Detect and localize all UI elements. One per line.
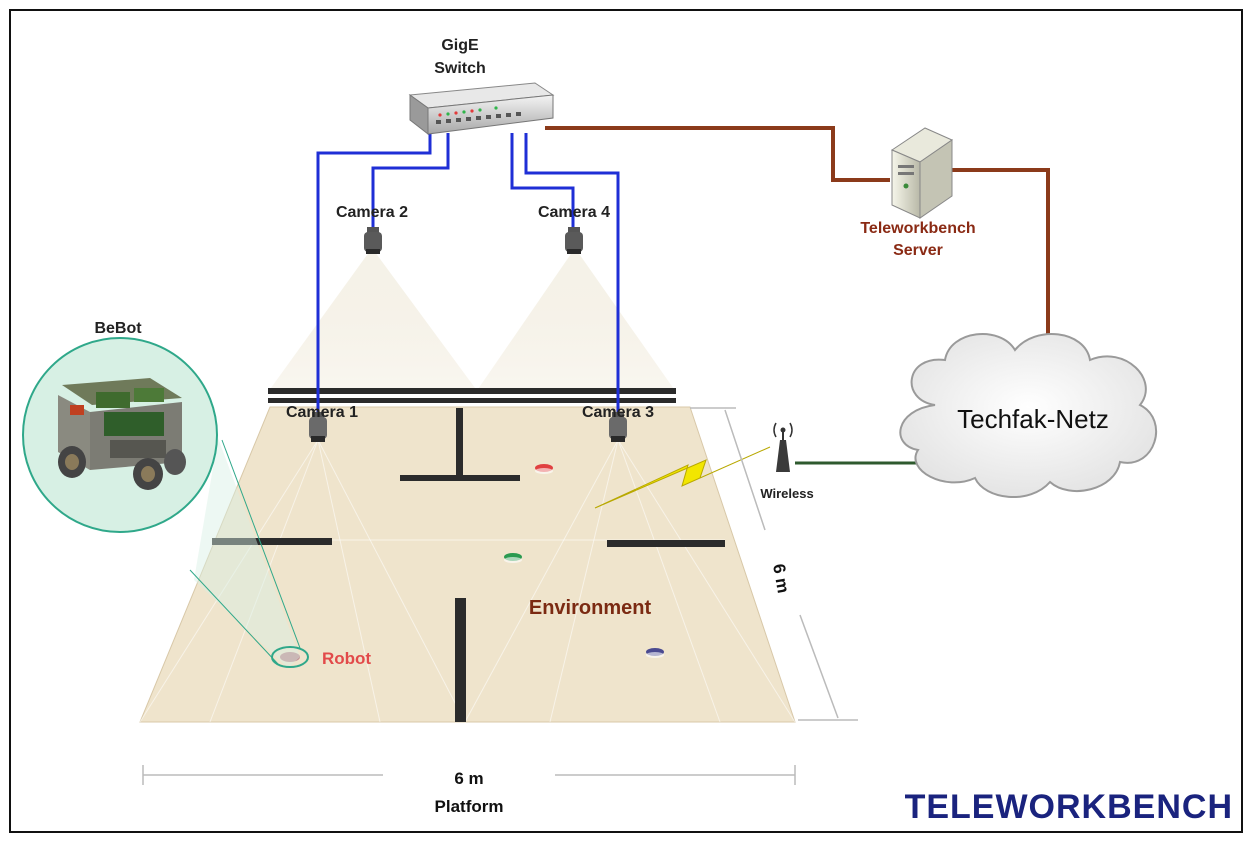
switch-label-line1: GigE [441,37,479,54]
server-label-line1: Teleworkbench [860,220,975,237]
width-dimension-label: 6 m [454,769,483,788]
robot-label: Robot [322,649,371,668]
environment-label: Environment [529,597,652,619]
wall-right [607,540,725,547]
camera2-label: Camera 2 [336,204,408,221]
wall-top-horizontal [400,475,520,481]
network-label: Techfak-Netz [957,404,1109,434]
robot-red [535,464,553,474]
bebot-label: BeBot [94,320,142,337]
brand-title: TELEWORKBENCH [905,788,1233,826]
robot-blue [646,648,664,658]
camera3-label: Camera 3 [582,404,654,421]
server-label-line2: Server [893,242,943,259]
camera1-label: Camera 1 [286,404,358,421]
wall-bottom-vertical [455,598,466,722]
switch-label-line2: Switch [434,60,486,77]
back-wall-bottom [268,398,676,403]
camera4-label: Camera 4 [538,204,610,221]
platform-label: Platform [435,797,504,816]
back-wall-top [268,388,676,394]
robot-green [504,553,522,563]
wall-top-vertical [456,408,463,478]
wireless-label: Wireless [760,486,813,501]
